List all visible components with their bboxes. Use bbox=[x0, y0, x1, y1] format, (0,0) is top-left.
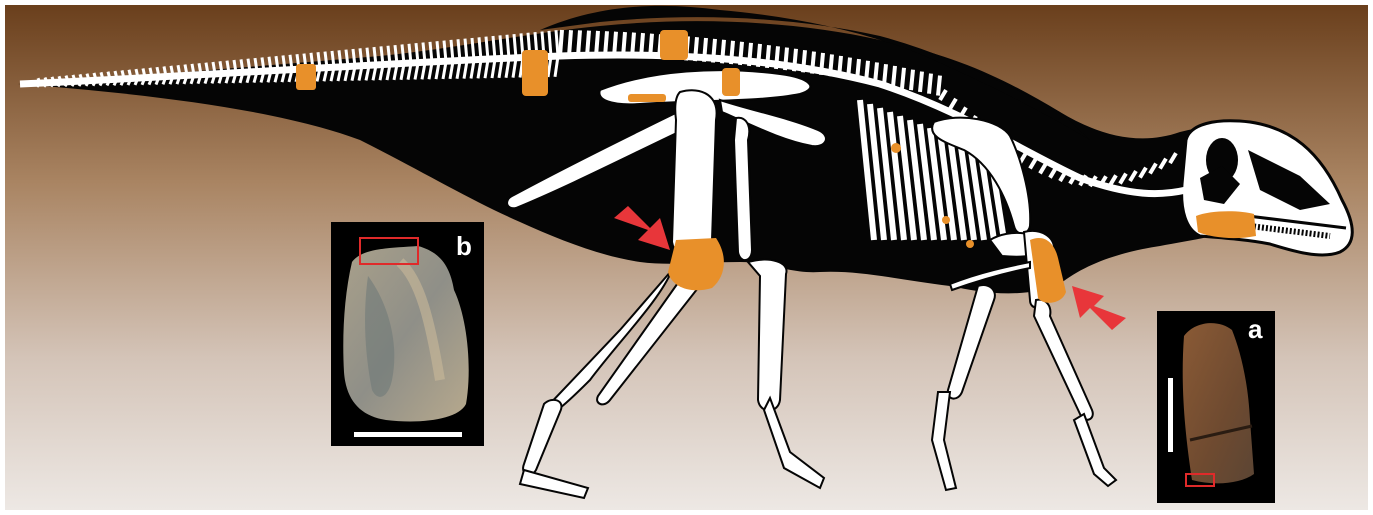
panel-label-a: a bbox=[1248, 314, 1263, 344]
inset-b: b bbox=[331, 222, 484, 446]
scale-bar-a bbox=[1168, 378, 1173, 452]
inset-a: a bbox=[1157, 311, 1275, 503]
scale-bar-b bbox=[354, 432, 462, 437]
panel-label-b: b bbox=[456, 231, 472, 261]
